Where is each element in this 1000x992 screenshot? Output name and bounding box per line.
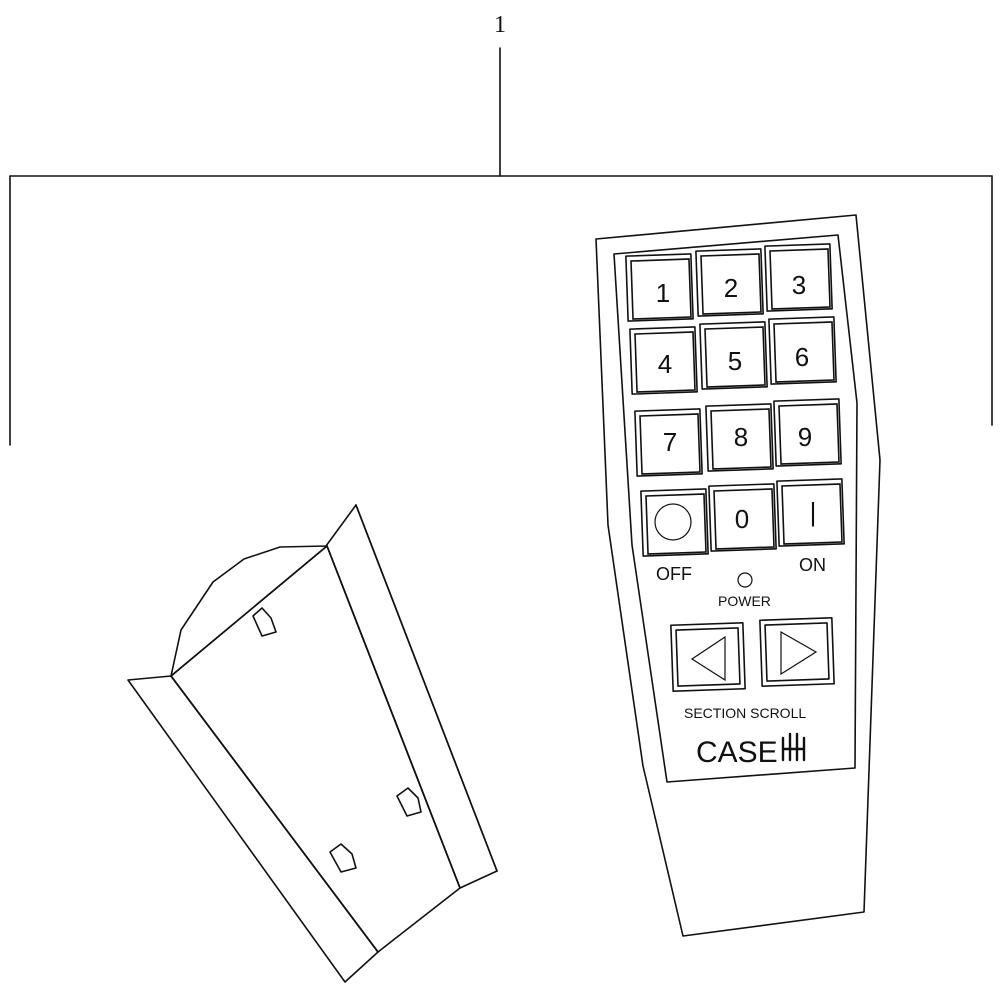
- key-0-label: 0: [735, 504, 749, 534]
- power-label: POWER: [718, 593, 771, 609]
- key-9[interactable]: [778, 403, 840, 465]
- key-6-label: 6: [795, 342, 809, 372]
- bracket-hole: [329, 843, 357, 873]
- off-label: OFF: [656, 564, 692, 584]
- key-7-label: 7: [663, 427, 677, 457]
- key-on[interactable]: [781, 483, 843, 545]
- scroll-left-button[interactable]: [670, 621, 746, 693]
- off-icon: [654, 503, 692, 541]
- on-label: ON: [799, 555, 826, 575]
- callout-number: 1: [494, 12, 506, 38]
- case-ih-logo-icon: [781, 732, 806, 762]
- key-8[interactable]: [710, 408, 772, 470]
- key-3[interactable]: [769, 248, 831, 310]
- keypad: 1 2 3 4 5 6 7 8 9: [625, 243, 845, 557]
- key-1-label: 1: [656, 278, 670, 308]
- key-5[interactable]: [704, 326, 766, 388]
- key-8-label: 8: [734, 422, 748, 452]
- key-5-label: 5: [728, 346, 742, 376]
- bracket-hole: [396, 787, 422, 817]
- key-3-label: 3: [792, 270, 806, 300]
- bracket-hole: [252, 607, 277, 637]
- key-7[interactable]: [639, 413, 701, 475]
- callout-leader: [9, 47, 993, 446]
- key-9-label: 9: [798, 422, 812, 452]
- remote-body: [595, 214, 881, 937]
- mounting-bracket: [127, 504, 498, 983]
- key-4[interactable]: [634, 331, 696, 393]
- brand-name: CASE: [696, 736, 778, 769]
- remote-control: 1 2 3 4 5 6 7 8 9: [595, 214, 881, 937]
- left-arrow-icon: [690, 635, 726, 682]
- key-6[interactable]: [773, 321, 835, 383]
- remote-face: [613, 234, 858, 783]
- key-on-label: |: [810, 497, 817, 527]
- power-led-icon: [737, 572, 753, 588]
- key-4-label: 4: [658, 349, 672, 379]
- key-1[interactable]: [630, 258, 692, 320]
- key-2-label: 2: [724, 273, 738, 303]
- key-2[interactable]: [700, 253, 762, 315]
- section-scroll-label: SECTION SCROLL: [684, 705, 806, 721]
- right-arrow-icon: [780, 630, 818, 676]
- key-0[interactable]: [713, 488, 775, 550]
- scroll-right-button[interactable]: [759, 616, 835, 688]
